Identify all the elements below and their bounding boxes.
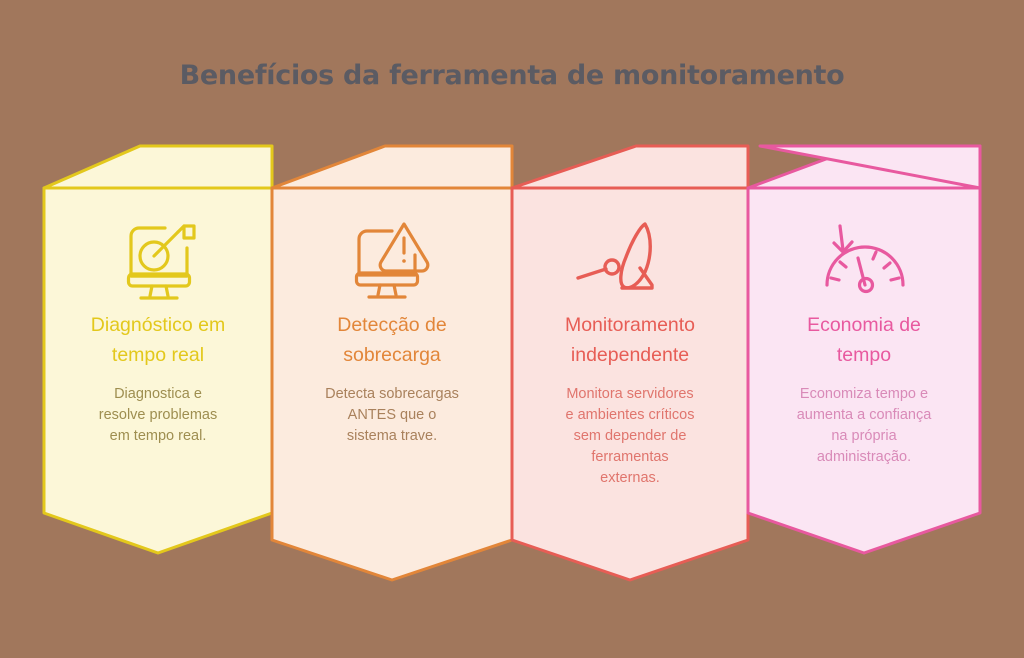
card-deteccao-sobrecarga[interactable] [270, 144, 514, 582]
card-1-content: Diagnóstico em tempo real Diagnostica e … [44, 210, 272, 447]
card-4-body [746, 186, 982, 555]
card-diagnostico-tempo-real[interactable] [42, 144, 274, 555]
card-2-title: Detecção de sobrecarga [337, 314, 447, 366]
card-1-fold [42, 144, 274, 190]
gauge-speed-arrow-icon [825, 224, 905, 294]
card-3-content: Monitoramento independente Monitora serv… [512, 210, 748, 489]
card-2-fold [270, 144, 514, 190]
card-2-content: Detecção de sobrecarga Detecta sobrecarg… [272, 210, 512, 447]
card-monitoramento-independente[interactable] [510, 144, 750, 582]
card-4-content: Economia de tempo Economiza tempo e aume… [748, 210, 980, 468]
card-economia-de-tempo[interactable] [746, 144, 982, 555]
satellite-dish-icon [576, 222, 654, 290]
page-title: Benefícios da ferramenta de monitorament… [179, 60, 845, 91]
card-3-title: Monitoramento independente [564, 314, 696, 366]
card-3-icon-slot [512, 210, 748, 302]
card-3-fold [510, 144, 750, 190]
card-1-body [42, 186, 274, 555]
card-2-icon-slot [272, 210, 512, 302]
card-4-icon-slot [748, 210, 980, 302]
monitor-warning-icon [354, 222, 430, 299]
card-2-body [270, 186, 514, 582]
card-2-body-text: Detecta sobrecargas ANTES que o sistema … [325, 386, 459, 444]
card-3-body [510, 186, 750, 582]
card-1-body-text: Diagnostica e resolve problemas em tempo… [98, 386, 218, 444]
card-1-title: Diagnóstico em tempo real [90, 314, 226, 366]
card-1-icon-slot [44, 210, 272, 302]
card-4-title: Economia de tempo [807, 314, 921, 366]
card-4-body-text: Economiza tempo e aumenta a confiança na… [796, 386, 932, 465]
card-4-diagonal-edge [758, 144, 982, 190]
monitor-target-dart-icon [126, 224, 196, 300]
card-3-body-text: Monitora servidores e ambientes críticos… [565, 386, 695, 486]
